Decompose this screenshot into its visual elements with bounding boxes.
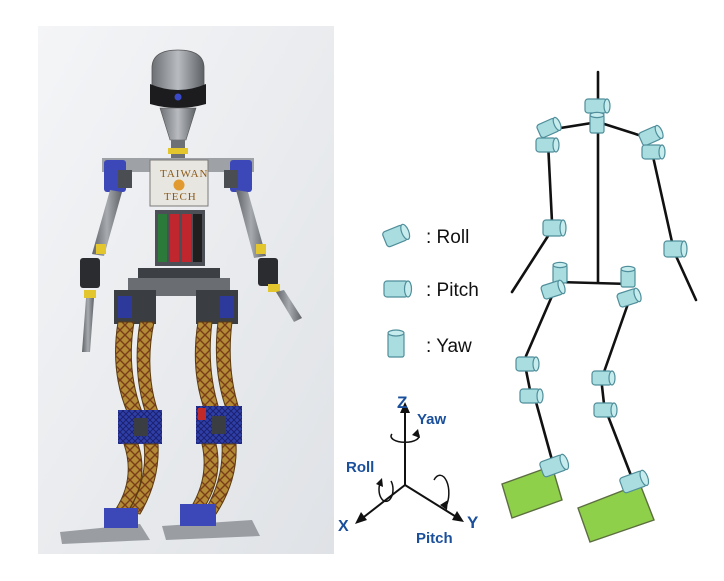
x-axis-label: X [338, 518, 349, 535]
left-knee-joint [515, 356, 540, 372]
left-hip-roll-joint [540, 279, 566, 300]
left-shoulder-pitch-joint [535, 137, 560, 153]
right-hip-yaw-joint [620, 265, 636, 288]
robot-torso: TAIWAN TECH [128, 159, 230, 296]
skeleton-joints [515, 98, 688, 494]
neck-pitch-joint [584, 98, 611, 114]
right-shoulder-pitch-joint [641, 144, 666, 160]
left-elbow-joint [542, 219, 567, 237]
legend-item-roll: : Roll [382, 223, 469, 248]
y-axis-line [404, 484, 459, 519]
yaw-joint-icon [387, 329, 405, 358]
right-ankle-roll-joint [619, 469, 650, 494]
x-axis-line [359, 484, 406, 521]
legend-label-pitch: : Pitch [426, 280, 479, 301]
joint-legend: : Roll : Pitch : Yaw [382, 223, 479, 358]
pitch-rotation-arrow [433, 474, 450, 507]
robot-right-leg [180, 321, 242, 526]
legend-label-yaw: : Yaw [426, 336, 472, 357]
yaw-label: Yaw [417, 411, 447, 428]
robot-render: TAIWAN TECH [38, 26, 334, 554]
y-axis-label: Y [467, 513, 479, 532]
waist-yaw-joint [589, 111, 605, 134]
legend-item-yaw: : Yaw [387, 329, 472, 358]
right-foot [577, 483, 655, 543]
coordinate-axes: Z Yaw Roll X Pitch Y [338, 393, 479, 547]
right-shoulder-roll-joint [638, 124, 664, 147]
logo-line-1: TAIWAN [160, 168, 209, 180]
robot-head [150, 49, 206, 160]
left-ankle-pitch-joint [519, 388, 544, 404]
legend-item-pitch: : Pitch [383, 280, 479, 301]
z-axis-label: Z [397, 393, 407, 412]
x-axis-arrowhead [355, 512, 367, 524]
logo-emblem-icon [173, 179, 185, 191]
pitch-joint-icon [383, 280, 413, 298]
y-axis-arrowhead [452, 511, 464, 522]
roll-rotation-arrow [378, 480, 394, 503]
left-foot-plate [60, 524, 150, 544]
skeleton-links [510, 70, 698, 480]
robot-left-arm [80, 190, 122, 352]
right-ankle-pitch-joint [593, 402, 618, 418]
left-ankle-roll-joint [539, 453, 570, 478]
left-foot [501, 465, 563, 519]
robot-left-leg [104, 321, 162, 528]
roll-label: Roll [346, 459, 374, 476]
right-hip-roll-joint [616, 287, 642, 308]
z-axis-arrowhead [400, 402, 410, 413]
left-shoulder-roll-joint [536, 116, 562, 139]
roll-joint-icon [382, 223, 411, 248]
robot-right-arm [236, 190, 302, 322]
legend-label-roll: : Roll [426, 227, 469, 248]
right-knee-joint [591, 370, 616, 386]
pitch-label: Pitch [416, 530, 453, 547]
right-elbow-joint [663, 240, 688, 258]
logo-line-2: TECH [164, 191, 197, 203]
kinematic-diagram [501, 70, 698, 543]
